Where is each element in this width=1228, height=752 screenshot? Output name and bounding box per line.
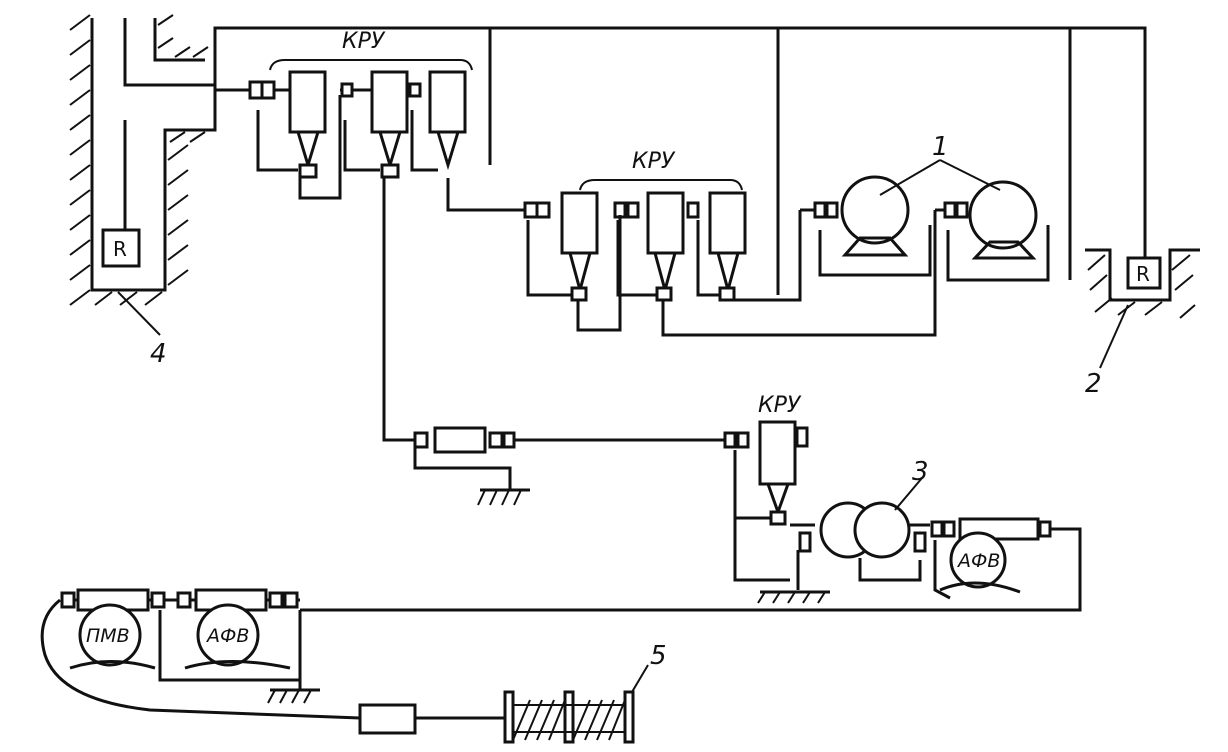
kru-middle-label: КРУ: [632, 149, 676, 174]
motor-afv-left-label: АФВ: [205, 625, 249, 647]
resistor-right-label: R: [1136, 262, 1150, 286]
motor-pmv-label: ПМВ: [86, 625, 130, 647]
afv-right: АФВ: [300, 517, 1082, 612]
right-pit: R 2: [1085, 248, 1200, 399]
motors-1: 1: [800, 132, 1050, 282]
cable-coupler-ground: [413, 426, 530, 506]
kru-group-middle: КРУ: [446, 149, 937, 337]
label-4: 4: [150, 339, 167, 369]
left-shaft: R 4: [69, 14, 492, 369]
bottom-left-motors: ПМВ АФВ: [60, 588, 320, 704]
motor-afv-right-label: АФВ: [956, 550, 1000, 572]
kru-bottom-label: КРУ: [758, 393, 802, 418]
cable-reel-5: 5: [40, 598, 667, 744]
kru-transformer: КРУ 3: [723, 393, 930, 604]
kru-top-label: КРУ: [342, 29, 386, 54]
label-5: 5: [650, 641, 667, 671]
label-2: 2: [1085, 369, 1102, 399]
resistor-left-label: R: [113, 237, 127, 261]
label-1: 1: [932, 132, 949, 162]
kru-group-top: КРУ: [215, 29, 473, 200]
label-3: 3: [912, 457, 929, 487]
